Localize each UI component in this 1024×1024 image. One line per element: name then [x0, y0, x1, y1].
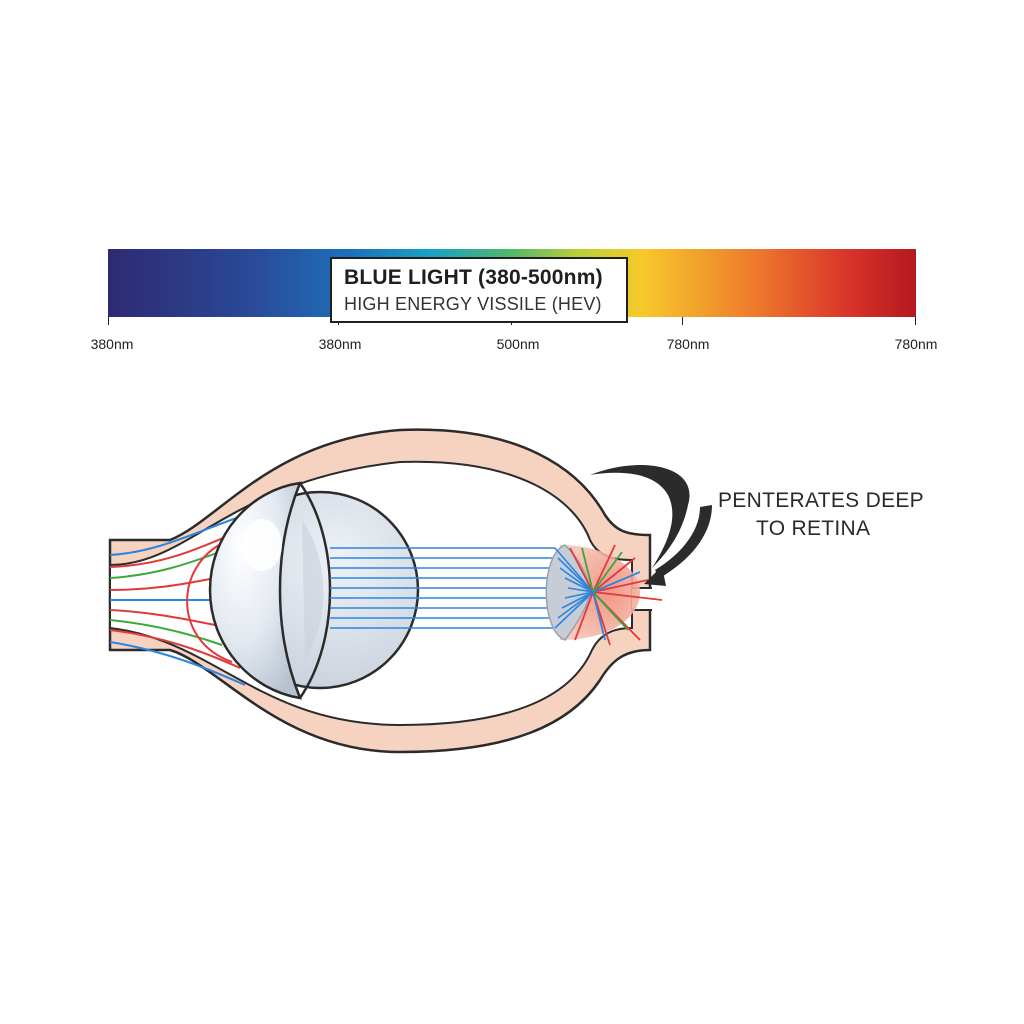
blue-light-callout: BLUE LIGHT (380-500nm) HIGH ENERGY VISSI… [330, 257, 628, 323]
callout-title: BLUE LIGHT (380-500nm) [344, 266, 603, 289]
focused-blue-rays [330, 547, 568, 629]
spectrum-tick-label: 500nm [496, 336, 540, 352]
converging-rays [554, 547, 594, 629]
scattered-rays [569, 544, 663, 646]
spectrum-tick [915, 317, 916, 325]
annotation-line-1: PENTERATES DEEP [718, 489, 924, 512]
incoming-light-rays [109, 514, 246, 686]
spectrum-tick-label: 780nm [894, 336, 938, 352]
spectrum-tick [108, 317, 109, 325]
callout-subtitle: HIGH ENERGY VISSILE (HEV) [344, 294, 602, 314]
spectrum-tick [682, 317, 683, 325]
penetration-arrow [590, 465, 712, 586]
annotation-line-2: TO RETINA [756, 517, 871, 540]
penetrates-retina-annotation: PENTERATES DEEP TO RETINA [718, 487, 924, 543]
spectrum-tick-label: 380nm [90, 336, 134, 352]
spectrum-tick-label: 380nm [318, 336, 362, 352]
spectrum-tick-label: 780nm [666, 336, 710, 352]
retina-lens-cap [545, 544, 591, 641]
